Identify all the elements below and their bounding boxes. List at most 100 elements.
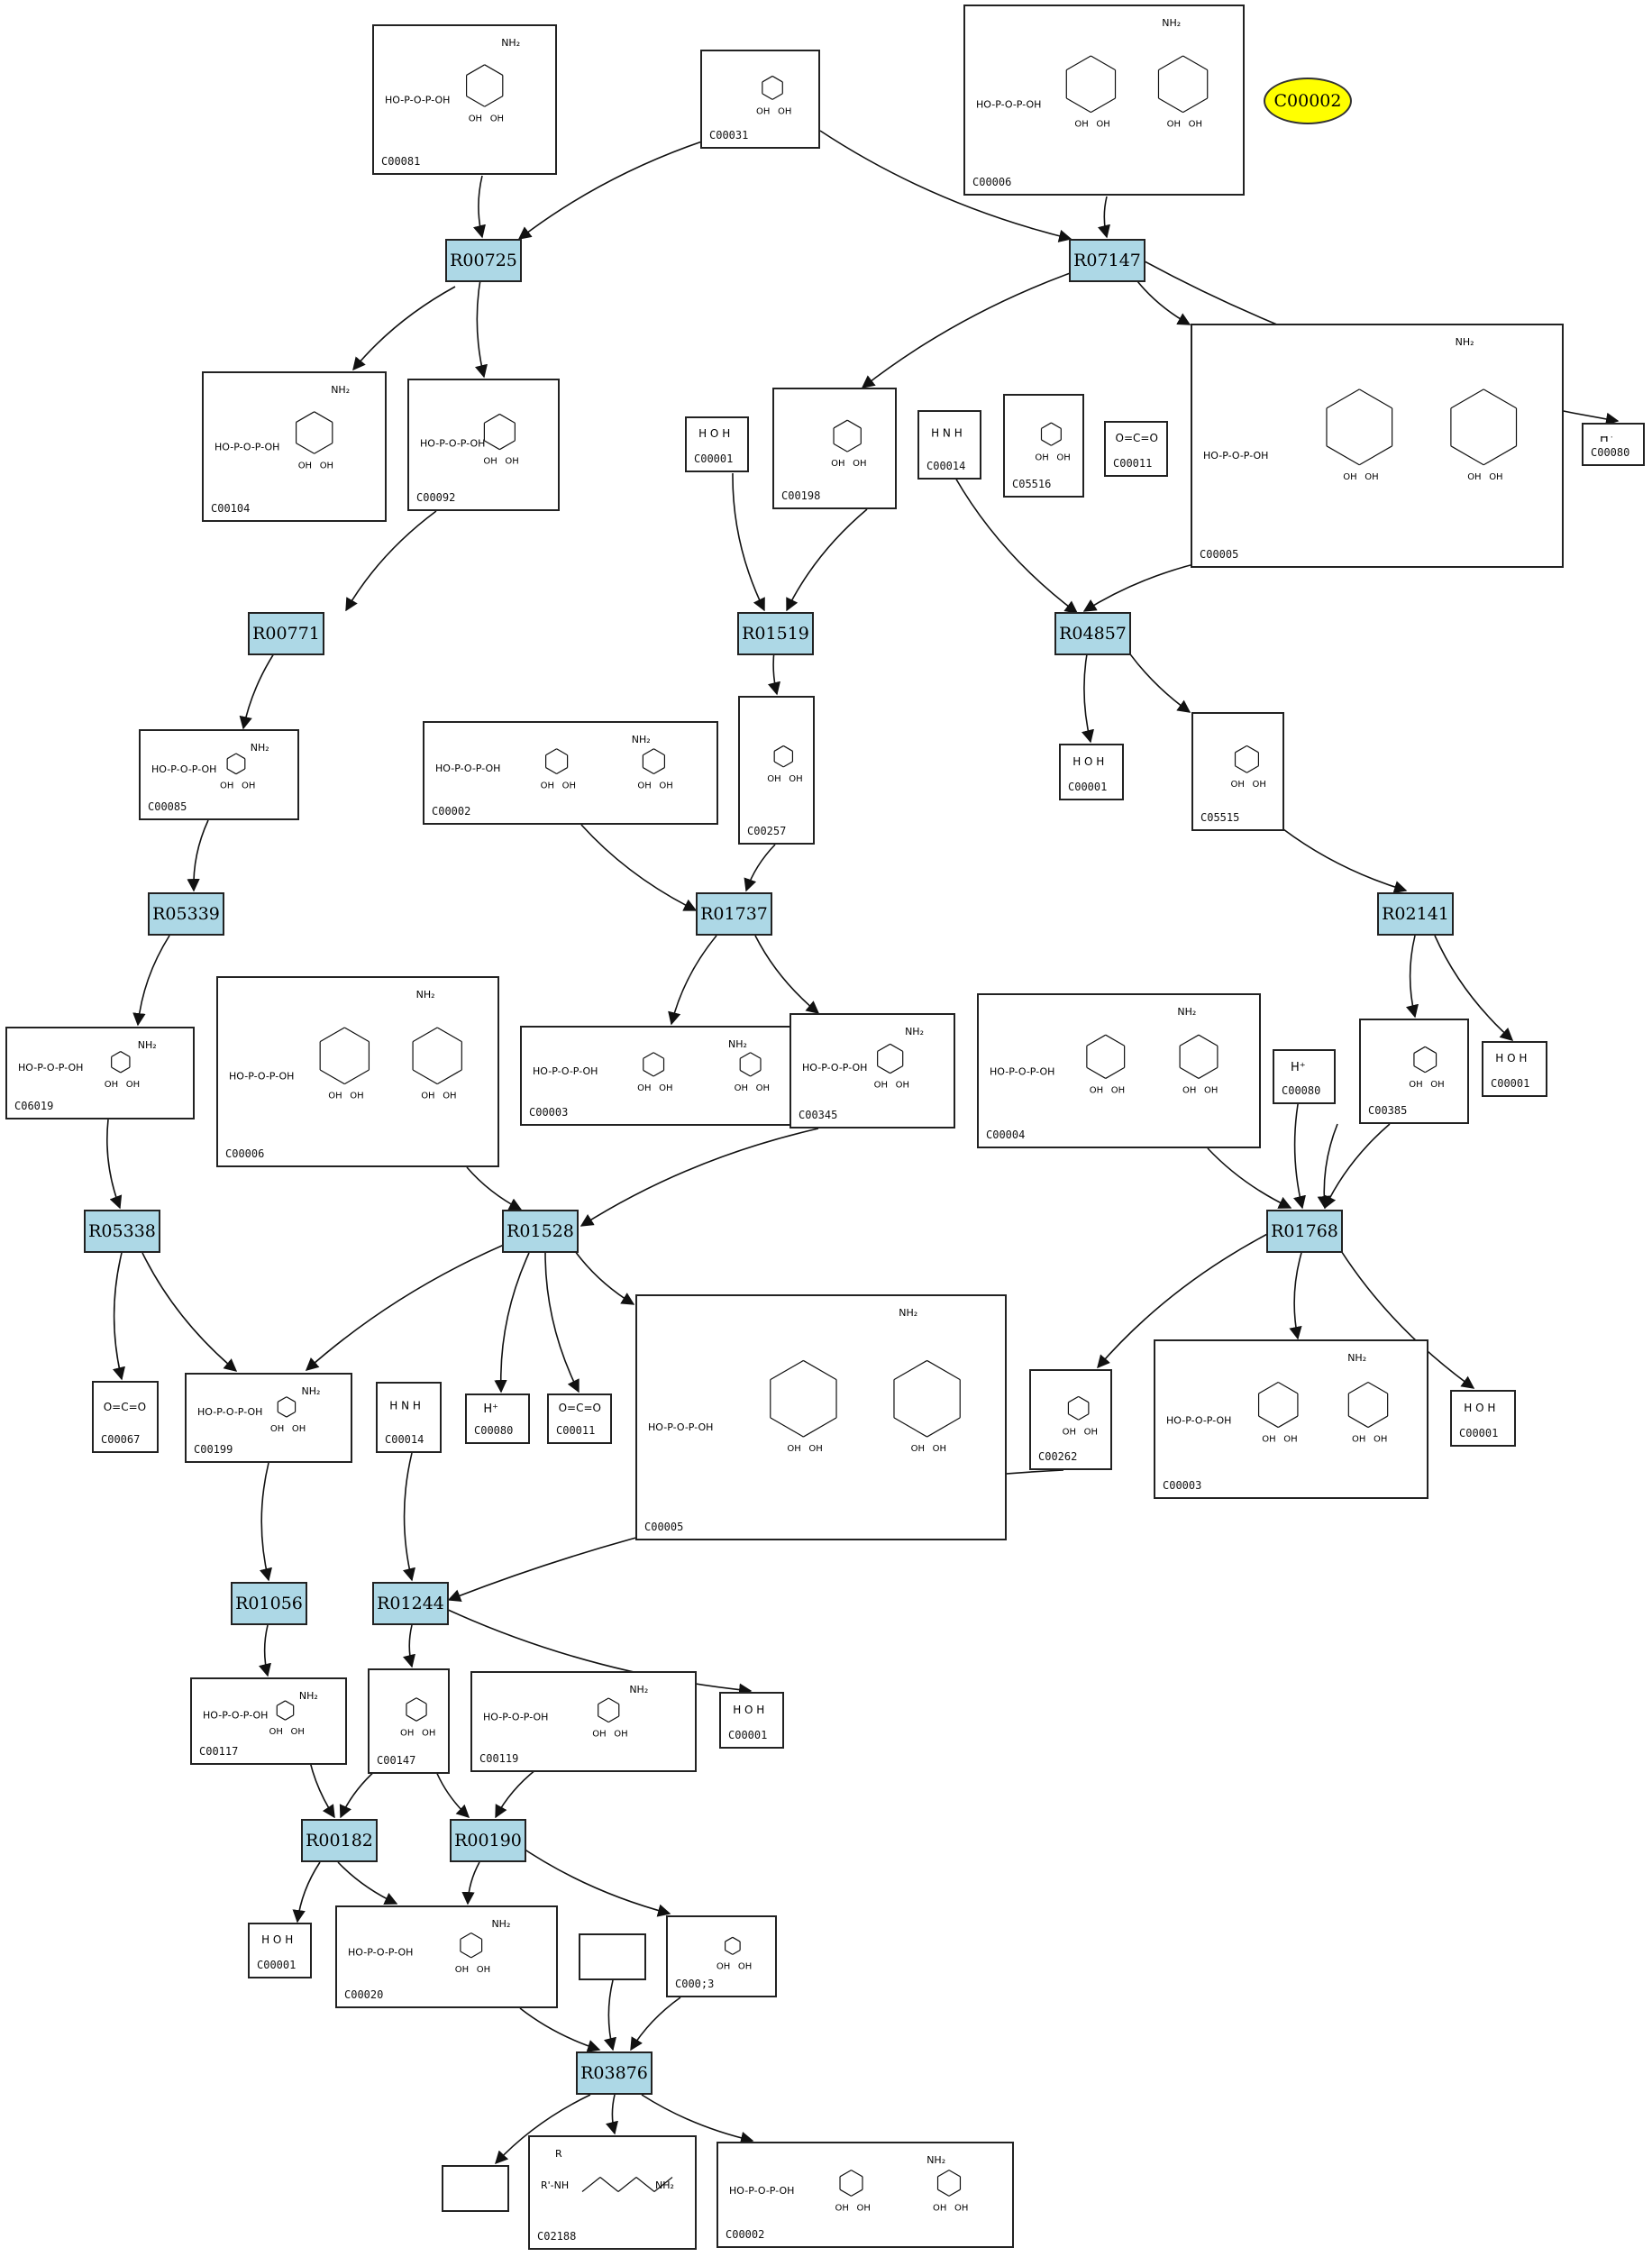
atom-label: OH xyxy=(933,2203,946,2213)
reaction-node[interactable]: R01768 xyxy=(1266,1210,1343,1253)
bond-line xyxy=(732,1936,741,1942)
reaction-node[interactable]: R05338 xyxy=(84,1210,160,1253)
reaction-node[interactable]: R00190 xyxy=(450,1819,526,1862)
atom-label: NH₂ xyxy=(655,2179,674,2191)
reaction-node[interactable]: R01519 xyxy=(737,612,814,655)
compound-box[interactable]: H⁺C00080 xyxy=(465,1393,530,1444)
compound-id: C00119 xyxy=(479,1752,519,1765)
bond-line xyxy=(1065,55,1091,71)
reaction-node[interactable]: R03876 xyxy=(576,2051,653,2095)
reaction-node[interactable]: R02141 xyxy=(1377,892,1454,936)
bond-line xyxy=(344,1027,370,1043)
compound-box[interactable]: H⁺C00080 xyxy=(1582,423,1645,466)
bond-line xyxy=(581,2177,601,2192)
reaction-node[interactable]: R05339 xyxy=(148,892,224,936)
bond-line xyxy=(226,768,237,775)
molecule-sketch: H⁺ xyxy=(483,1403,498,1416)
compound-id: C00147 xyxy=(377,1754,416,1767)
reaction-node[interactable]: R00771 xyxy=(248,612,324,655)
empty-compound-box[interactable] xyxy=(442,2165,509,2212)
bond-line xyxy=(412,1069,438,1085)
bond-line xyxy=(1041,439,1052,446)
reaction-node[interactable]: R00182 xyxy=(301,1819,378,1862)
atom-label: OH xyxy=(1056,452,1070,462)
reaction-node[interactable]: R01737 xyxy=(696,892,772,936)
bond-line xyxy=(1041,422,1052,429)
reaction-node[interactable]: R00725 xyxy=(445,239,522,282)
compound-id: C00345 xyxy=(799,1109,838,1121)
highlight-tag[interactable]: C00002 xyxy=(1264,78,1352,124)
bond-line xyxy=(833,419,848,429)
bond-line xyxy=(285,1714,294,1721)
bond-line xyxy=(732,1950,741,1955)
bond-line xyxy=(1413,1065,1426,1074)
reaction-node[interactable]: R01244 xyxy=(372,1582,449,1625)
structure-drawing: O=C=O xyxy=(556,1402,603,1419)
atom-label: OH xyxy=(1352,1435,1365,1445)
reaction-node[interactable]: R01528 xyxy=(502,1210,579,1253)
reaction-node[interactable]: R01056 xyxy=(231,1582,307,1625)
empty-compound-box[interactable] xyxy=(579,1933,646,1980)
bond-line xyxy=(1413,1046,1426,1054)
reaction-edge xyxy=(786,508,868,612)
atom-label: OH xyxy=(1063,1427,1076,1437)
bond-line xyxy=(653,2177,673,2192)
atom-label: OH xyxy=(1262,1435,1275,1445)
reaction-edge xyxy=(1405,935,1419,1019)
reaction-edge xyxy=(744,844,776,892)
bond-line xyxy=(1158,97,1183,114)
atom-label: OH xyxy=(1430,1080,1444,1090)
bond-line xyxy=(460,1933,472,1940)
bond-line xyxy=(1359,445,1392,466)
bond-line xyxy=(877,1065,890,1074)
reaction-node[interactable]: R07147 xyxy=(1069,239,1145,282)
reaction-node[interactable]: R04857 xyxy=(1054,612,1131,655)
compound-box[interactable]: H⁺C00080 xyxy=(1273,1049,1336,1104)
reaction-edge xyxy=(1136,280,1191,325)
molecule-sketch: H N H xyxy=(931,427,963,440)
